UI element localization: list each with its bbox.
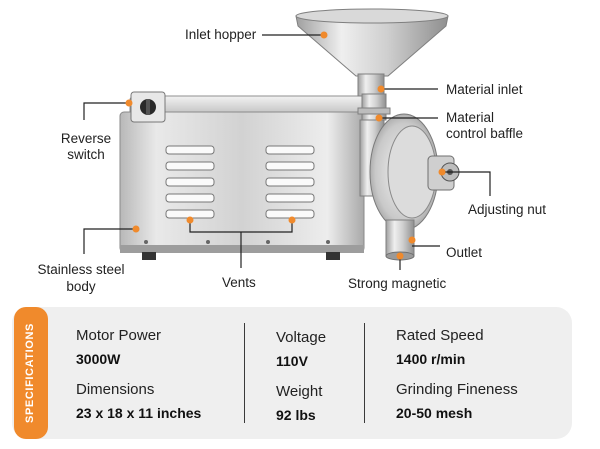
inlet-hopper (295, 8, 449, 97)
specifications-panel: Motor Power 3000W Dimensions 23 x 18 x 1… (12, 307, 572, 439)
label-material-control-baffle-2: control baffle (446, 126, 524, 141)
specifications-tab: SPECIFICATIONS (14, 307, 48, 439)
spec-divider (364, 323, 365, 423)
spec-dimensions-label: Dimensions (76, 381, 155, 398)
label-stainless-steel-body-1: Stainless steel (37, 262, 125, 277)
label-outlet: Outlet (446, 245, 483, 260)
spec-weight-value: 92 lbs (276, 407, 316, 423)
vents-right (265, 145, 315, 219)
spec-divider (244, 323, 245, 423)
label-material-control-baffle-1: Material (446, 110, 495, 125)
spec-motor-power-value: 3000W (76, 351, 121, 367)
label-strong-magnetic: Strong magnetic (348, 276, 447, 291)
spec-grinding-fineness-value: 20-50 mesh (396, 405, 473, 421)
specifications-title: SPECIFICATIONS (24, 323, 36, 423)
spec-voltage-label: Voltage (276, 329, 327, 346)
spec-rated-speed-value: 1400 r/min (396, 351, 466, 367)
label-vents: Vents (222, 275, 256, 290)
spec-grinding-fineness-label: Grinding Fineness (396, 381, 518, 398)
spec-motor-power-label: Motor Power (76, 327, 162, 344)
spec-rated-speed-label: Rated Speed (396, 327, 484, 344)
reverse-switch-icon (130, 91, 166, 123)
spec-voltage-value: 110V (276, 353, 308, 369)
vents-left (165, 145, 215, 219)
spec-dimensions-value: 23 x 18 x 11 inches (76, 405, 202, 421)
spec-weight-label: Weight (276, 383, 323, 400)
label-reverse-switch-2: switch (67, 147, 105, 162)
callout-dots (125, 31, 446, 260)
label-material-inlet: Material inlet (446, 82, 523, 97)
grinding-chamber (369, 113, 439, 231)
label-adjusting-nut: Adjusting nut (468, 202, 547, 217)
label-inlet-hopper: Inlet hopper (185, 27, 257, 42)
label-stainless-steel-body-2: body (66, 279, 96, 294)
callout-lines (83, 34, 491, 270)
label-reverse-switch-1: Reverse (60, 131, 112, 146)
grinder-illustration (83, 8, 491, 270)
